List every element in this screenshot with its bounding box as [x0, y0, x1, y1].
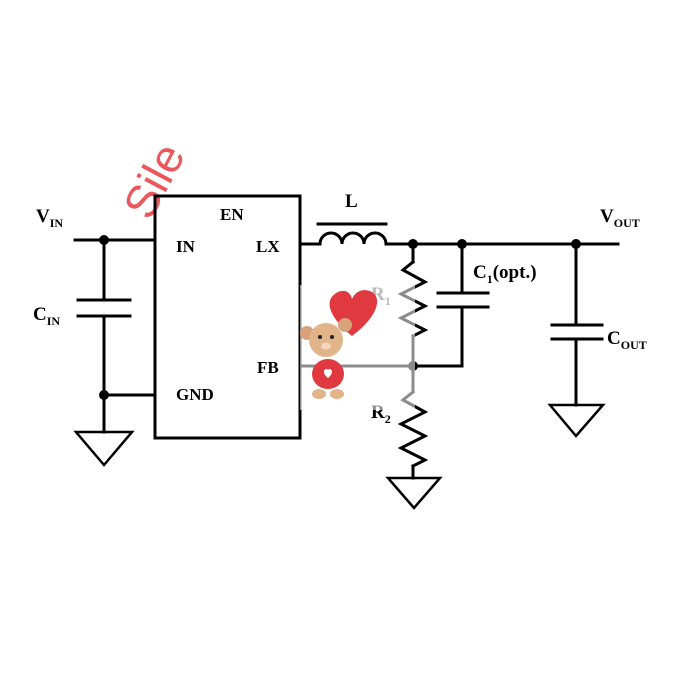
ground-symbol-cout [547, 403, 606, 438]
c1-label: C1(opt.) [473, 262, 537, 286]
cout-label: COUT [607, 328, 647, 352]
ground-symbol-cin [73, 430, 135, 467]
vin-label: VIN [36, 206, 63, 230]
pin-lx: LX [256, 237, 280, 256]
inductor-coil [318, 231, 388, 246]
bear-head-icon [309, 323, 343, 357]
cin-label: CIN [33, 304, 60, 328]
sticker-overlay [300, 285, 415, 410]
pin-gnd: GND [176, 385, 214, 404]
pin-en: EN [220, 205, 244, 224]
small-heart-icon [323, 368, 333, 378]
vout-label: VOUT [600, 206, 640, 230]
bear-ear-right-icon [338, 318, 352, 332]
pin-fb: FB [257, 358, 279, 377]
inductor-label: L [345, 191, 358, 212]
pin-in: IN [176, 237, 196, 256]
ground-symbol-r2 [385, 476, 443, 510]
